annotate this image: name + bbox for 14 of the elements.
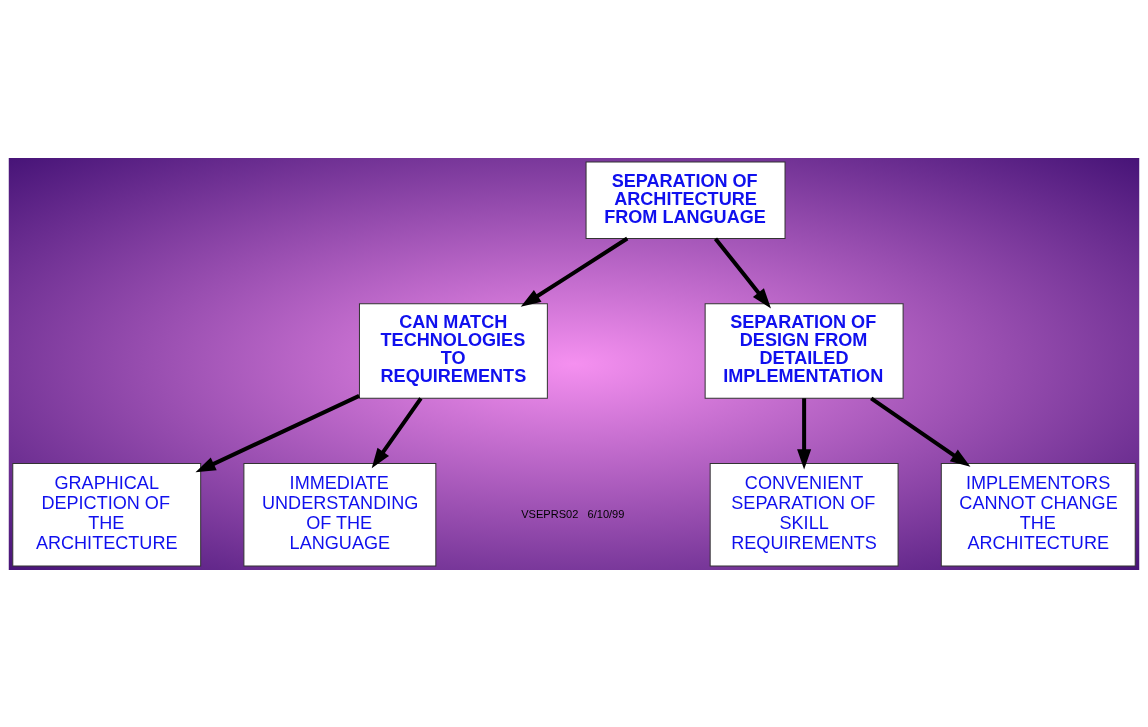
arrow xyxy=(520,236,629,307)
arrow xyxy=(371,396,423,468)
label: VSEPRS02 6/10/99 xyxy=(521,507,625,520)
node-box: CONVENIENT SEPARATION OF SKILL REQUIREMENTS xyxy=(709,462,899,566)
node-box: IMPLEMENTORS CANNOT CHANGE THE ARCHITECTURE xyxy=(940,462,1136,566)
node-box: CAN MATCH TECHNOLOGIES TO REQUIREMENTS xyxy=(358,302,548,399)
arrow xyxy=(195,393,360,472)
node-box: GRAPHICAL DEPICTION OF THE ARCHITECTURE xyxy=(12,462,202,566)
arrow xyxy=(797,397,812,469)
node-box: IMMEDIATE UNDERSTANDING OF THE LANGUAGE xyxy=(243,462,437,566)
node-box: SEPARATION OF ARCHITECTURE FROM LANGUAGE xyxy=(585,161,786,239)
arrow xyxy=(713,237,771,308)
node-box: SEPARATION OF DESIGN FROM DETAILED IMPLEMENTATION xyxy=(704,302,904,399)
arrow xyxy=(870,396,971,467)
